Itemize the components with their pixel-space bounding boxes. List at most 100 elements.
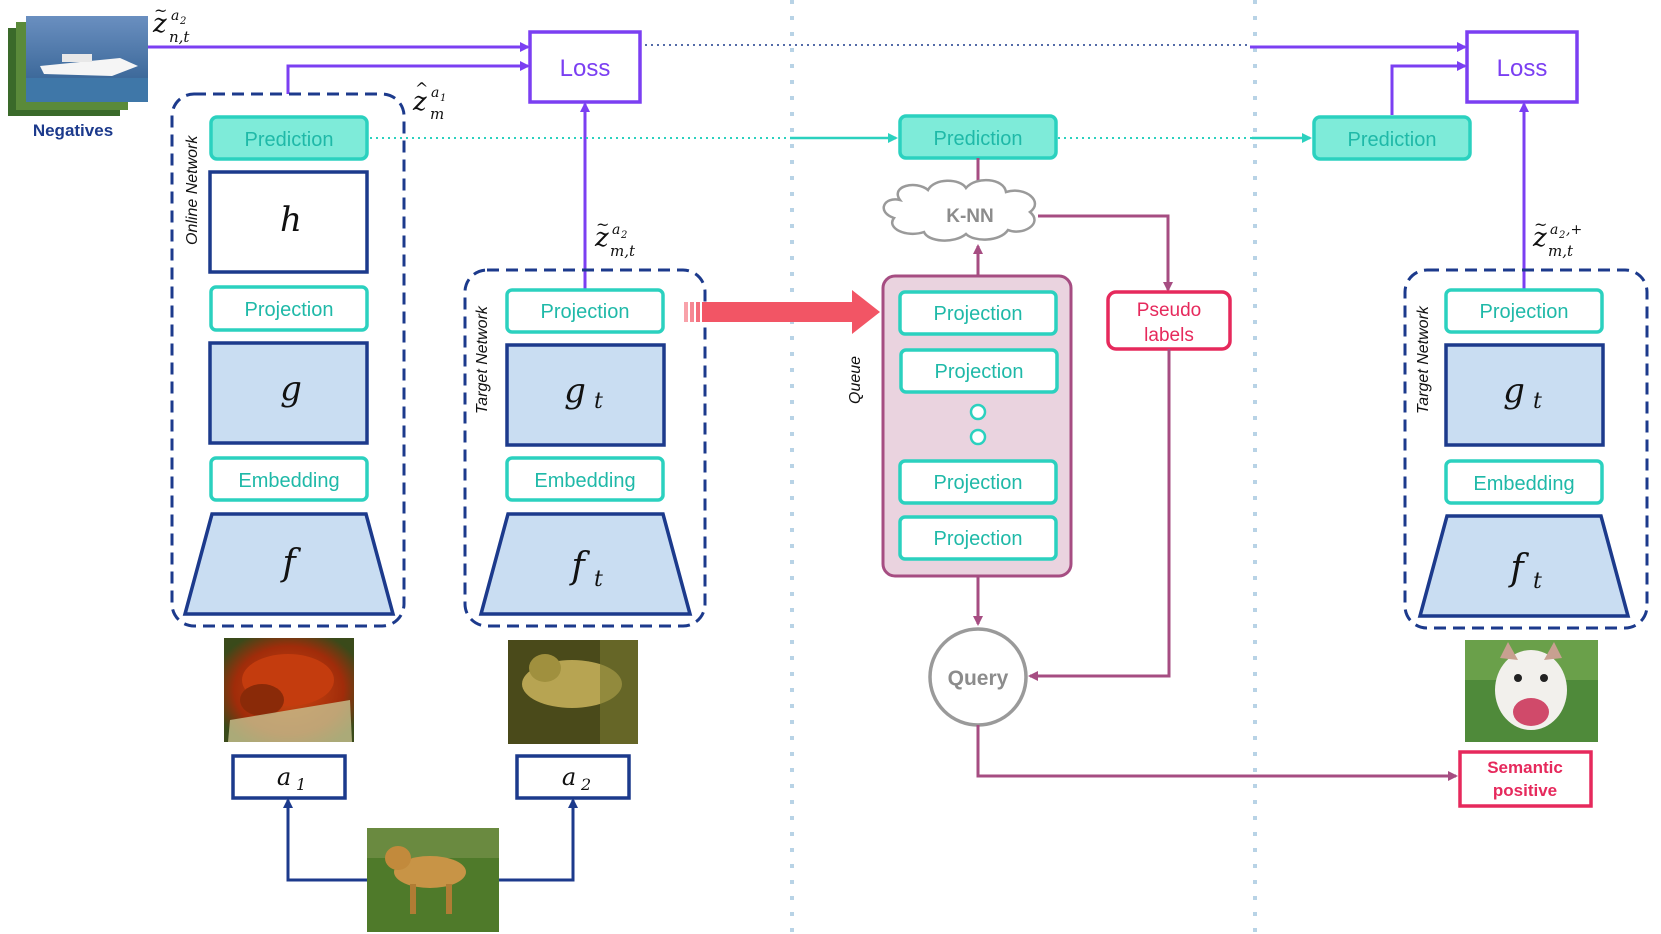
online-f-encoder — [182, 512, 396, 616]
svg-text:a: a — [562, 763, 576, 791]
queue-projection-1-label: Projection — [934, 303, 1023, 325]
target-network-label-left: Target Network — [474, 305, 491, 414]
image-to-a2-arrow — [499, 798, 578, 882]
online-network-label: Online Network — [184, 135, 201, 245]
svg-text:t: t — [594, 567, 603, 592]
right-f-encoder — [1417, 514, 1631, 618]
right-embedding-box — [1444, 459, 1604, 505]
z-negative-label: z ~ a 2 n,t — [152, 1, 190, 46]
svg-text:z: z — [152, 9, 167, 39]
svg-text:a: a — [612, 222, 620, 238]
svg-text:g: g — [1503, 371, 1525, 411]
queue-projection-4 — [898, 515, 1058, 561]
prediction-to-loss-right-arrow — [1390, 61, 1467, 115]
online-network-frame — [170, 92, 406, 628]
online-prediction-label: Prediction — [245, 129, 334, 151]
queue-projection-3 — [898, 459, 1058, 505]
svg-text:1: 1 — [296, 775, 306, 794]
target-f-encoder-left — [478, 512, 693, 616]
svg-text:m: m — [430, 105, 444, 123]
loss-box-right — [1465, 30, 1579, 104]
queue-ellipsis-dot-2 — [969, 428, 987, 446]
svg-text:~: ~ — [596, 215, 609, 234]
svg-text:z: z — [412, 87, 427, 117]
target-network-label-right: Target Network — [1415, 305, 1432, 414]
right-prediction-label: Prediction — [1348, 129, 1437, 151]
augmented-image-1 — [224, 638, 354, 742]
knn-cloud — [882, 179, 1037, 242]
pseudo-labels-line1: Pseudo — [1137, 300, 1201, 321]
target-embedding-box-left — [505, 456, 665, 502]
right-prediction-box — [1312, 115, 1472, 161]
svg-text:2: 2 — [179, 16, 186, 27]
svg-text:z: z — [1532, 223, 1547, 253]
svg-text:n,t: n,t — [169, 28, 190, 46]
svg-text:a: a — [1550, 222, 1558, 238]
augmentation-a1-label: a 1 — [277, 763, 306, 794]
enqueue-arrow — [684, 290, 880, 334]
z-online-label: z ^ a 1 m — [412, 79, 446, 123]
image-to-a1-arrow — [283, 798, 367, 882]
target-network-frame-left — [463, 268, 707, 628]
target-projection-label-left: Projection — [541, 301, 630, 323]
knn-label: K-NN — [946, 206, 994, 227]
queue-projection-2-label: Projection — [935, 361, 1024, 383]
svg-text:t: t — [1533, 389, 1542, 414]
semantic-positive-image — [1465, 640, 1598, 742]
target-network-frame-right — [1403, 268, 1649, 630]
query-label: Query — [948, 667, 1009, 690]
right-projection-box — [1444, 288, 1604, 334]
loss-box-left — [528, 30, 642, 104]
target-g-block-left — [505, 343, 666, 447]
online-projection-box — [209, 285, 369, 332]
z-target-label: z ~ a 2 m,t — [594, 215, 636, 260]
semantic-positive-box — [1458, 750, 1593, 808]
negatives-image-stack — [8, 16, 148, 116]
queue-projection-1 — [898, 290, 1058, 336]
online-prediction-box — [209, 115, 369, 161]
online-h-block — [208, 170, 369, 274]
right-g-block — [1444, 343, 1605, 447]
svg-text:a: a — [431, 85, 439, 101]
right-projection-label: Projection — [1480, 301, 1569, 323]
svg-text:a: a — [277, 763, 291, 791]
svg-text:z: z — [594, 223, 609, 253]
semantic-positive-line2: positive — [1493, 781, 1557, 800]
svg-text:t: t — [594, 389, 603, 414]
svg-text:1: 1 — [440, 93, 446, 104]
queue-label: Queue — [847, 356, 864, 404]
svg-text:t: t — [1533, 569, 1542, 594]
online-h-label: h — [280, 200, 302, 240]
queue-projection-3-label: Projection — [934, 472, 1023, 494]
loss-label-right: Loss — [1497, 55, 1548, 82]
right-g-label: g t — [1503, 371, 1542, 414]
svg-text:2: 2 — [620, 230, 627, 241]
negatives-label: Negatives — [33, 121, 113, 140]
loss-label-left: Loss — [560, 55, 611, 82]
augmentation-a1-box — [231, 754, 347, 800]
pseudo-to-query-arrow — [1028, 349, 1171, 681]
online-to-loss-arrow — [286, 61, 530, 94]
original-dog-image — [367, 828, 499, 932]
target-projection-box-left — [505, 288, 665, 334]
right-embedding-label: Embedding — [1473, 473, 1574, 495]
svg-text:2: 2 — [580, 775, 591, 794]
z-positive-label: z ~ a 2 ,+ m,t — [1532, 215, 1582, 260]
pseudo-labels-line2: labels — [1144, 325, 1194, 346]
svg-text:,+: ,+ — [1566, 222, 1582, 238]
svg-text:g: g — [564, 371, 586, 411]
svg-text:2: 2 — [1558, 230, 1565, 241]
svg-text:m,t: m,t — [1548, 242, 1574, 260]
svg-text:~: ~ — [154, 1, 167, 20]
online-projection-label: Projection — [245, 299, 334, 321]
query-to-positive-arrow — [976, 725, 1458, 781]
online-g-block — [208, 341, 369, 445]
queue-projection-4-label: Projection — [934, 528, 1023, 550]
target-g-label-left: g t — [564, 371, 603, 414]
svg-text:m,t: m,t — [610, 242, 636, 260]
svg-text:~: ~ — [1534, 215, 1547, 234]
queue-ellipsis-dot-1 — [969, 403, 987, 421]
augmentation-a2-label: a 2 — [562, 763, 591, 794]
target-embedding-label-left: Embedding — [534, 470, 635, 492]
